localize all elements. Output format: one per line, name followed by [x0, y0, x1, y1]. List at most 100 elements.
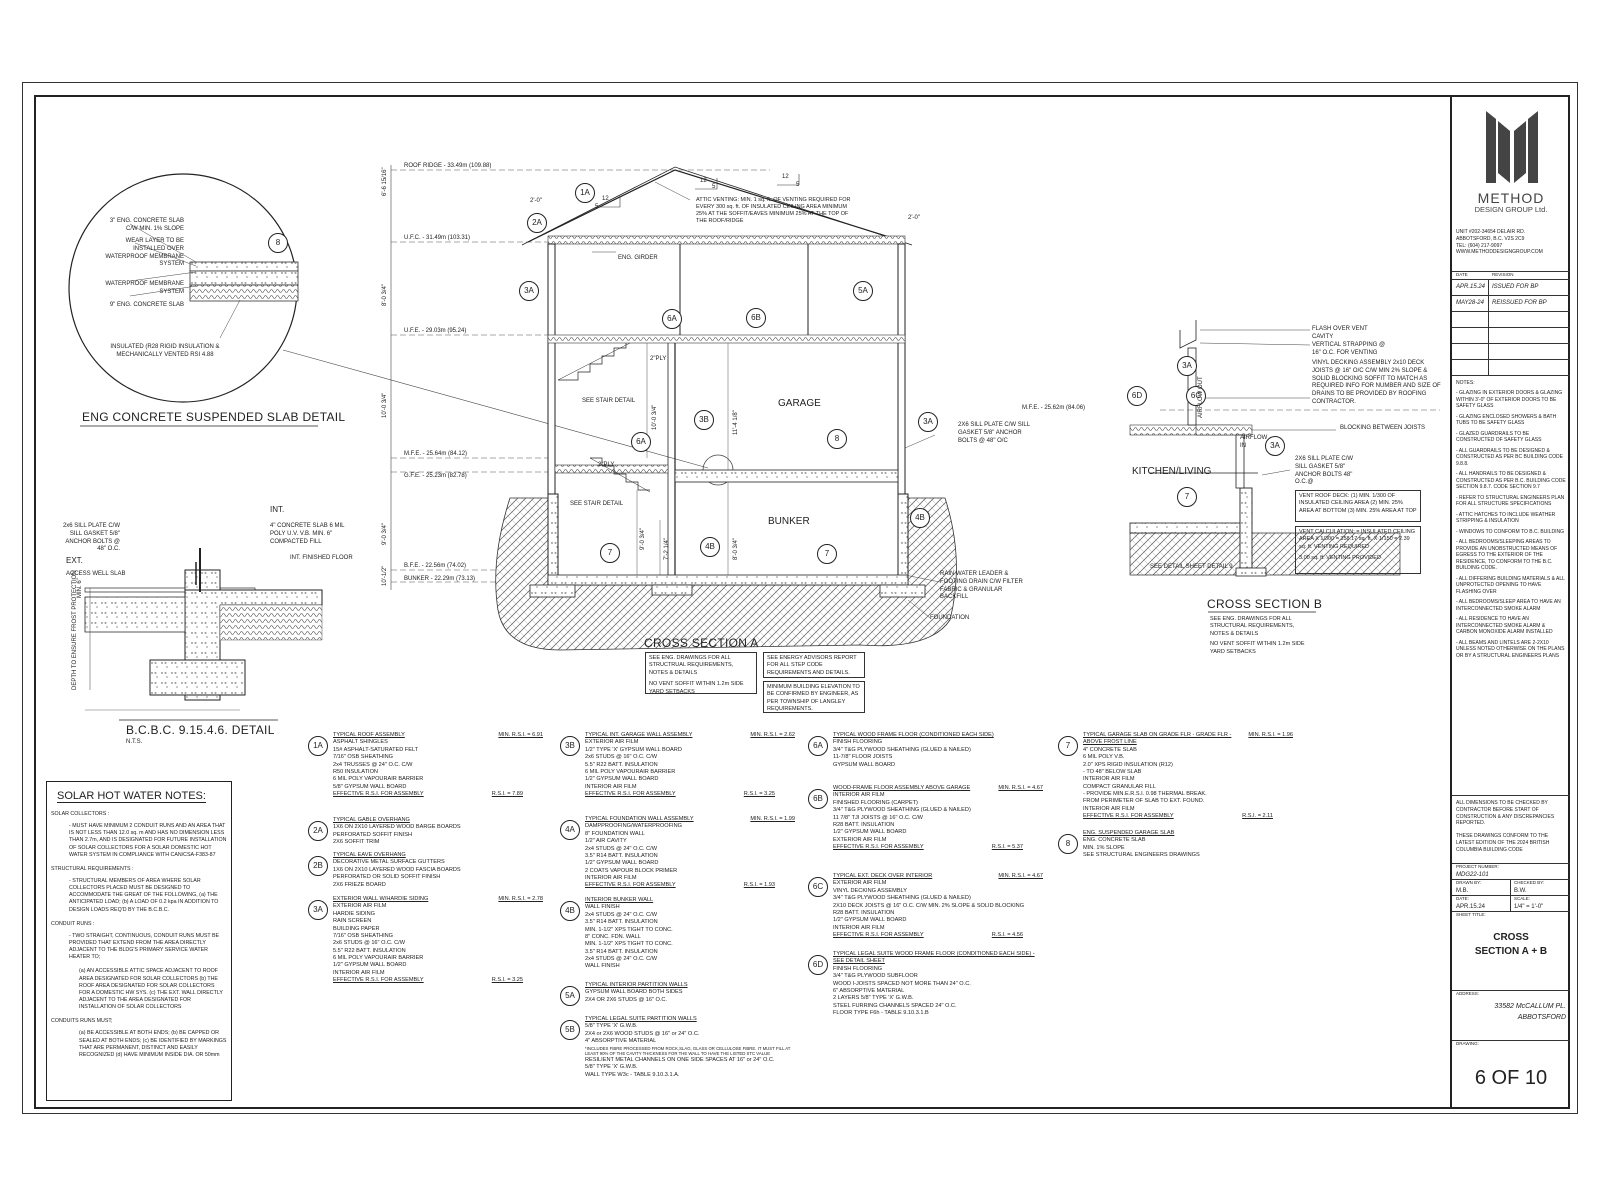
slab-label-wear: WEAR LAYER TO BE INSTALLED OVER WATERPRO…: [105, 238, 184, 268]
dim-stair-upper: 10'-0 3/4": [652, 404, 658, 430]
assembly-effective-rsi: R.S.I. = 2.11: [1242, 813, 1273, 820]
assembly-name: ENG. SUSPENDED GARAGE SLAB: [1083, 830, 1175, 836]
assembly-layer: 2X10 DECK JOISTS @ 16" O.C. C/W MIN. 2% …: [833, 902, 1025, 909]
bcbc-int-label: INT.: [270, 505, 285, 514]
cross-section-b-graphic: [1129, 320, 1440, 613]
section-a-notes-box-1: SEE ENG. DRAWINGS FOR ALL STRUCTRUAL REQ…: [645, 652, 757, 695]
note-item: - REFER TO STRUCTURAL ENGINEERS PLAN FOR…: [1456, 494, 1565, 508]
slab-label-9in: 9" ENG. CONCRETE SLAB: [109, 302, 184, 308]
site-address-2: ABBOTSFORD: [1517, 1014, 1566, 1021]
assembly-layer: GYPSUM WALL BOARD: [833, 761, 896, 768]
section-a-notes-3-text: MINIMUM BUILDING ELEVATION TO BE CONFIRM…: [767, 684, 860, 713]
assembly-layer: ASPHALT SHINGLES: [333, 739, 388, 746]
rev-header-rev: REVISION: [1492, 272, 1514, 277]
dim-stair-lower-a: 7'-2 1/4": [664, 538, 670, 560]
sec-b-tag-6d: 6D: [1127, 386, 1147, 406]
assembly-header: ENG. SUSPENDED GARAGE SLAB: [1083, 830, 1293, 837]
assembly-layer: 2X4 OR 2X6 STUDS @ 16" O.C.: [585, 996, 667, 1003]
assembly-layer: MIN. 1% SLOPE: [1083, 844, 1125, 851]
assembly-layer: 3/4" T&G PLYWOOD SHEATHING (GLUED & NAIL…: [833, 807, 971, 814]
section-a-notes-2-text: SEE ENERGY ADVISORS REPORT FOR ALL STEP …: [767, 655, 857, 676]
assembly-layer: STEEL FURRING CHANNELS SPACED 24" O.C.: [833, 1002, 957, 1009]
note-item: - GLAZED GUARDRAILS TO BE CONSTRUCTED OF…: [1456, 430, 1542, 444]
sec-a-tag-5a: 5A: [853, 281, 873, 301]
drawing-number: 6 OF 10: [1474, 1067, 1548, 1089]
assembly-layer: 5/8" TYPE 'X' G.W.B.: [585, 1064, 638, 1071]
assembly-layer: HARDIE SIDING: [333, 910, 375, 917]
bcbc-detail-graphic: [84, 548, 323, 721]
assembly-layer: 3.5" R14 BATT. INSULATION: [585, 919, 658, 926]
assembly-effective-label: EFFECTIVE R.S.I. FOR ASSEMBLY: [585, 882, 676, 889]
sec-a-tag-4b-inner: 4B: [700, 537, 720, 557]
solar-p7: CONDUITS RUNS MUST;: [51, 1018, 113, 1025]
assembly-layer: 3/4" T&G PLYWOOD SHEATHING (GLUED & NAIL…: [833, 746, 971, 753]
assembly-layer: R28 BATT. INSULATION: [833, 909, 895, 916]
assembly-layer: EXTERIOR AIR FILM: [833, 836, 887, 843]
conform-note: THESE DRAWINGS CONFORM TO THE LATEST EDI…: [1456, 833, 1550, 853]
sheet-title-label: SHEET TITLE:: [1456, 912, 1486, 917]
section-a-notes-1-text: SEE ENG. DRAWINGS FOR ALL STRUCTRUAL REQ…: [649, 655, 734, 676]
assembly-effective-label: EFFECTIVE R.S.I. FOR ASSEMBLY: [833, 844, 924, 850]
assembly-layer: EXTERIOR AIR FILM: [333, 903, 387, 910]
assembly-header: TYPICAL INTERIOR PARTITION WALLS: [585, 982, 795, 989]
assembly-layer: INTERIOR AIR FILM: [833, 792, 885, 799]
assembly-layer: SEE STRUCTURAL ENGINEERS DRAWINGS: [1083, 852, 1200, 859]
assembly-layer: BUILDING PAPER: [333, 925, 380, 932]
assembly-min-rsi: MIN. R.S.I. = 2.62: [750, 732, 795, 738]
assembly-layer: INTERIOR AIR FILM: [1083, 805, 1135, 812]
assembly-name: TYPICAL GARAGE SLAB ON GRADE FLR - GRADE…: [1083, 732, 1232, 746]
room-garage: GARAGE: [778, 398, 821, 409]
assembly-layer: 2 COATS VAPOUR BLOCK PRIMER: [585, 867, 678, 874]
note-item: - ALL BEAMS AND LINTELS ARE 2-2X10 UNLES…: [1456, 639, 1565, 659]
assembly-tag-3a: 3A: [308, 900, 328, 920]
sec-a-tag-3a-upper: 3A: [519, 281, 539, 301]
sec-b-sill-callout: 2X6 SILL PLATE C/W SILL GASKET 5/8" ANCH…: [1295, 456, 1354, 486]
assembly-name: TYPICAL EAVE OVERHANG: [333, 852, 406, 858]
checked-by-label: CHECKED BY:: [1514, 880, 1545, 885]
bcbc-access-label: ACCESS WELL SLAB: [66, 571, 126, 577]
assembly-layer: WALL TYPE W3c - TABLE 9.10.3.1.A.: [585, 1071, 680, 1078]
scale-label: SCALE:: [1514, 896, 1531, 901]
assembly-header: TYPICAL WOOD FRAME FLOOR (CONDITIONED EA…: [833, 732, 1043, 739]
assembly-tag-5b: 5B: [560, 1020, 580, 1040]
sec-a-tag-6a-lower: 6A: [631, 432, 651, 452]
solar-p0: SOLAR COLLECTORS :: [51, 811, 110, 817]
sec-b-vent-roof-box: VENT ROOF DECK: (1) MIN. 1/300 OF INSULA…: [1295, 490, 1421, 522]
pitch-run-1: 12: [602, 196, 609, 202]
assembly-layer: PERFORATED SOFFIT FINISH: [333, 831, 413, 838]
title-block: METHOD DESIGN GROUP Ltd. UNIT #202-34654…: [1450, 95, 1570, 1109]
checked-by: B.W.: [1514, 888, 1527, 894]
assembly-min-rsi: MIN. R.S.I. = 4.67: [998, 785, 1043, 791]
assembly-layer: 7/16" OSB SHEATHING: [333, 754, 394, 761]
assembly-layer: 5.5" R22 BATT. INSULATION: [333, 947, 406, 954]
note-item: - ALL RESIDENCE TO HAVE AN INTERCONNECTE…: [1456, 616, 1553, 635]
project-number-label: PROJECT NUMBER:: [1456, 864, 1499, 869]
assembly-layer: 2.0" XPS RIGID INSULATION (R12): [1083, 761, 1173, 768]
assembly-tag-6a: 6A: [808, 736, 828, 756]
section-a-notes-box-2: SEE ENERGY ADVISORS REPORT FOR ALL STEP …: [763, 652, 865, 678]
foundation-callout: FOUNDATION: [930, 615, 970, 621]
pitch-run-2: 12: [700, 178, 707, 184]
room-bunker: BUNKER: [768, 516, 810, 527]
solar-p3: - STRUCTURAL MEMBERS OF AREA WHERE SOLAR…: [69, 877, 219, 913]
sec-b-vent-roof-text: VENT ROOF DECK: (1) MIN. 1/300 OF INSULA…: [1299, 493, 1417, 514]
section-a-notes-1b-text: NO VENT SOFFIT WITHIN 1.2m SIDE YARD SET…: [649, 681, 744, 695]
assembly-tag-4a: 4A: [560, 820, 580, 840]
assembly-layer: 5/8" GYPSUM WALL BOARD: [333, 783, 407, 790]
revision-2-date: MAY28-24: [1456, 300, 1484, 306]
assembly-layer: PERFORATED OR SOLID SOFFIT FINISH: [333, 874, 441, 881]
address-line-3: TEL: (604) 217-9097: [1456, 242, 1503, 249]
drawn-by: M.B.: [1456, 888, 1469, 894]
sec-b-vent-calc-box: VENT CALCULATION: = INSULATED CEILING AR…: [1295, 526, 1421, 574]
assembly-layer: MIN. 1-1/2" XPS TIGHT TO CONC.: [585, 941, 673, 948]
dim-ground: 9'-0 3/4": [382, 523, 388, 545]
assembly-7: TYPICAL GARAGE SLAB ON GRADE FLR - GRADE…: [1083, 732, 1293, 821]
assembly-layer: 2x4 STUDS @ 24" O.C. C/W: [585, 911, 658, 918]
assembly-effective-rsi: R.S.I. = 1.93: [743, 882, 775, 889]
revision-2-desc: REISSUED FOR BP: [1492, 300, 1547, 306]
